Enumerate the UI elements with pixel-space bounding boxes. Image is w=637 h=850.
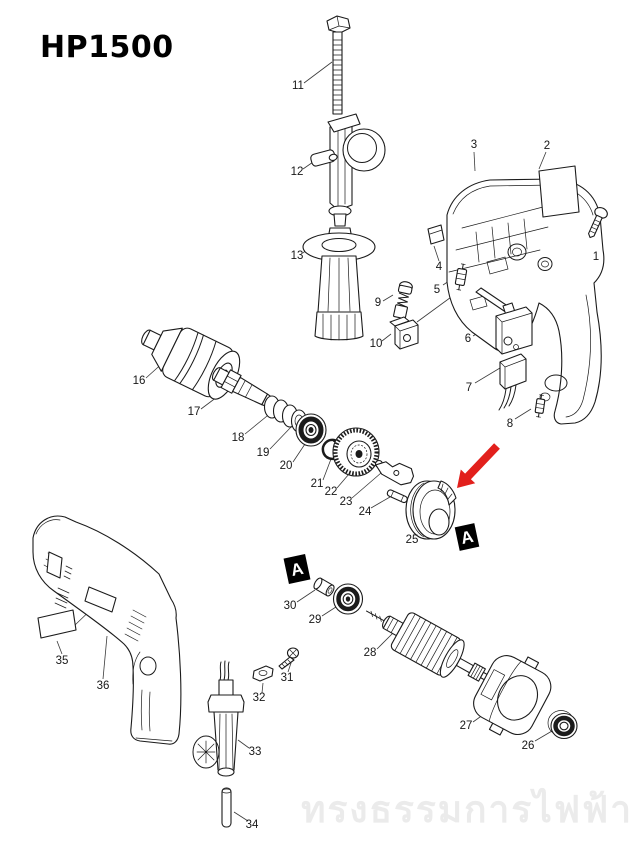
part-label-29: 29 <box>309 614 322 626</box>
part-25-bearing-retainer <box>405 480 457 540</box>
part-6-trigger-switch <box>475 287 533 355</box>
part-34-sleeve-tube <box>221 787 232 828</box>
part-1-screw <box>588 207 608 239</box>
part-label-27: 27 <box>460 720 473 732</box>
part-label-9: 9 <box>375 297 381 309</box>
section-marker-a-upper: A <box>454 523 480 551</box>
part-label-18: 18 <box>232 432 245 444</box>
part-33-power-cord <box>192 660 245 777</box>
part-label-25: 25 <box>406 534 419 546</box>
part-label-13: 13 <box>291 250 304 262</box>
part-label-5: 5 <box>434 284 440 296</box>
side-handle-bracket <box>327 113 386 227</box>
part-label-33: 33 <box>249 746 262 758</box>
part-label-30: 30 <box>284 600 297 612</box>
part-23-selector-plate <box>375 461 415 486</box>
part-27-field-stator <box>473 655 552 736</box>
part-20-ball-bearing <box>295 413 327 447</box>
marker-a-lower-letter: A <box>289 559 305 580</box>
red-arrow <box>457 443 500 488</box>
part-label-21: 21 <box>311 478 324 490</box>
part-29-ball-bearing <box>332 583 364 615</box>
part-4-brush-holder-cap <box>427 224 445 245</box>
part-label-3: 3 <box>471 139 477 151</box>
part-35-name-plate <box>37 609 77 639</box>
part-label-23: 23 <box>340 496 353 508</box>
part-label-31: 31 <box>281 672 294 684</box>
callout-labels: 1 2 3 4 5 6 7 8 9 10 11 12 13 16 17 18 1… <box>56 80 600 831</box>
model-title: HP1500 <box>40 30 174 65</box>
part-28-armature <box>366 610 490 682</box>
part-label-16: 16 <box>133 375 146 387</box>
part-label-6: 6 <box>465 333 471 345</box>
part-36-housing-set <box>32 515 182 745</box>
part-2-nameplate-label <box>538 165 580 218</box>
part-10-brush-holder <box>389 316 419 350</box>
part-label-24: 24 <box>359 506 372 518</box>
part-9-brush-spring-assembly <box>393 281 413 320</box>
part-32-cord-clamp <box>252 665 274 682</box>
part-label-28: 28 <box>364 647 377 659</box>
part-8-brush-pin <box>534 394 546 418</box>
part-label-4: 4 <box>436 261 443 273</box>
part-label-36: 36 <box>97 680 110 692</box>
part-label-1: 1 <box>593 251 599 263</box>
part-31-screw <box>278 647 300 670</box>
part-label-20: 20 <box>280 460 293 472</box>
part-label-19: 19 <box>257 447 270 459</box>
part-label-8: 8 <box>507 418 513 430</box>
part-12-clamp <box>310 149 338 167</box>
part-label-34: 34 <box>246 819 259 831</box>
part-label-17: 17 <box>188 406 201 418</box>
part-label-26: 26 <box>522 740 535 752</box>
part-label-2: 2 <box>544 140 550 152</box>
part-label-7: 7 <box>466 382 472 394</box>
part-label-10: 10 <box>370 338 383 350</box>
part-22-helical-gear <box>332 427 384 477</box>
part-label-12: 12 <box>291 166 304 178</box>
part-label-35: 35 <box>56 655 69 667</box>
part-label-11: 11 <box>292 80 304 92</box>
watermark-text: ทรงธรรมการไฟฟ้า <box>301 787 633 831</box>
part-5-carbon-brush <box>454 263 468 291</box>
part-7-terminal-block <box>498 353 527 411</box>
part-label-22: 22 <box>325 486 338 498</box>
part-13-side-handle-grip <box>302 227 376 341</box>
part-11-side-handle-bolt <box>326 15 351 115</box>
marker-a-upper-letter: A <box>459 527 475 548</box>
part-24-lever-pin <box>386 489 408 504</box>
section-marker-a-lower: A <box>283 553 311 585</box>
part-label-32: 32 <box>253 692 266 704</box>
cord-guard-emblem <box>192 735 220 769</box>
part-30-sleeve <box>313 577 335 597</box>
part-26-ball-bearing <box>547 710 578 740</box>
